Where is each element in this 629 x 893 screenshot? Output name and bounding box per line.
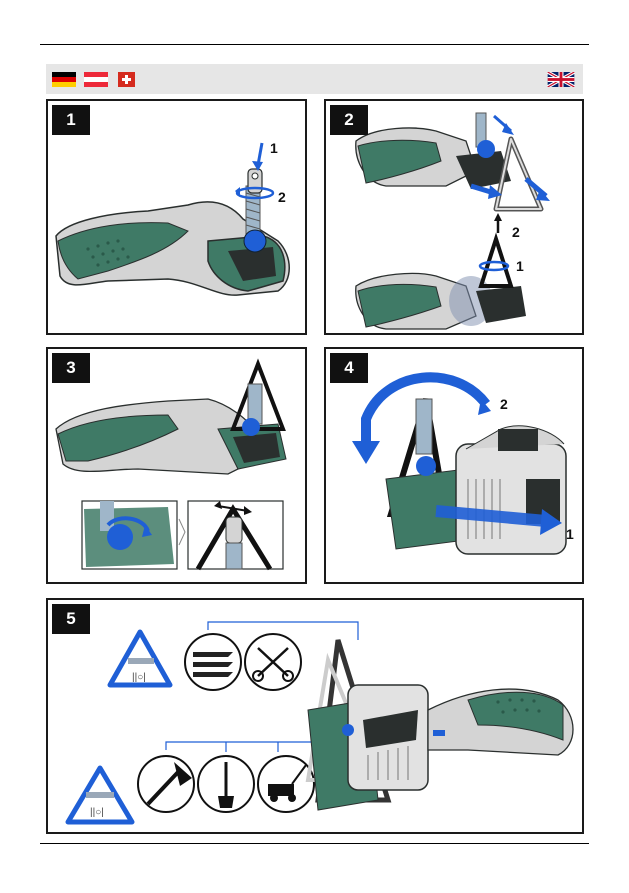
header-rule — [40, 44, 589, 45]
austria-flag-icon[interactable] — [84, 72, 108, 87]
united-kingdom-flag-icon[interactable] — [545, 72, 577, 87]
step-5-panel: ||○| ||○| 5 — [46, 598, 584, 834]
switzerland-flag-icon[interactable] — [118, 72, 135, 87]
germany-flag-icon[interactable] — [52, 72, 76, 87]
step-4-panel: 2 1 4 — [324, 347, 584, 584]
language-bar — [46, 64, 583, 94]
step-5-illustration: ||○| ||○| — [48, 600, 582, 832]
footer-rule — [40, 843, 589, 844]
step-2-label-1: 1 — [516, 258, 524, 274]
svg-text:||○|: ||○| — [90, 807, 104, 818]
step-3-illustration — [48, 349, 305, 582]
step-1-number: 1 — [52, 105, 90, 135]
step-3-panel: 3 — [46, 347, 307, 584]
step-4-number: 4 — [330, 353, 368, 383]
step-1-label-1: 1 — [270, 140, 278, 156]
step-2-label-2: 2 — [512, 224, 520, 240]
step-2-panel: 2 1 2 — [324, 99, 584, 335]
step-1-illustration: 1 2 — [48, 101, 305, 333]
step-1-panel: 1 2 1 — [46, 99, 307, 335]
step-4-label-1: 1 — [566, 526, 574, 542]
step-2-number: 2 — [330, 105, 368, 135]
step-2-illustration: 2 1 — [326, 101, 582, 333]
step-3-number: 3 — [52, 353, 90, 383]
step-1-label-2: 2 — [278, 189, 286, 205]
step-4-label-2: 2 — [500, 396, 508, 412]
svg-text:||○|: ||○| — [132, 672, 146, 683]
step-5-number: 5 — [52, 604, 90, 634]
step-4-illustration: 2 1 — [326, 349, 582, 582]
